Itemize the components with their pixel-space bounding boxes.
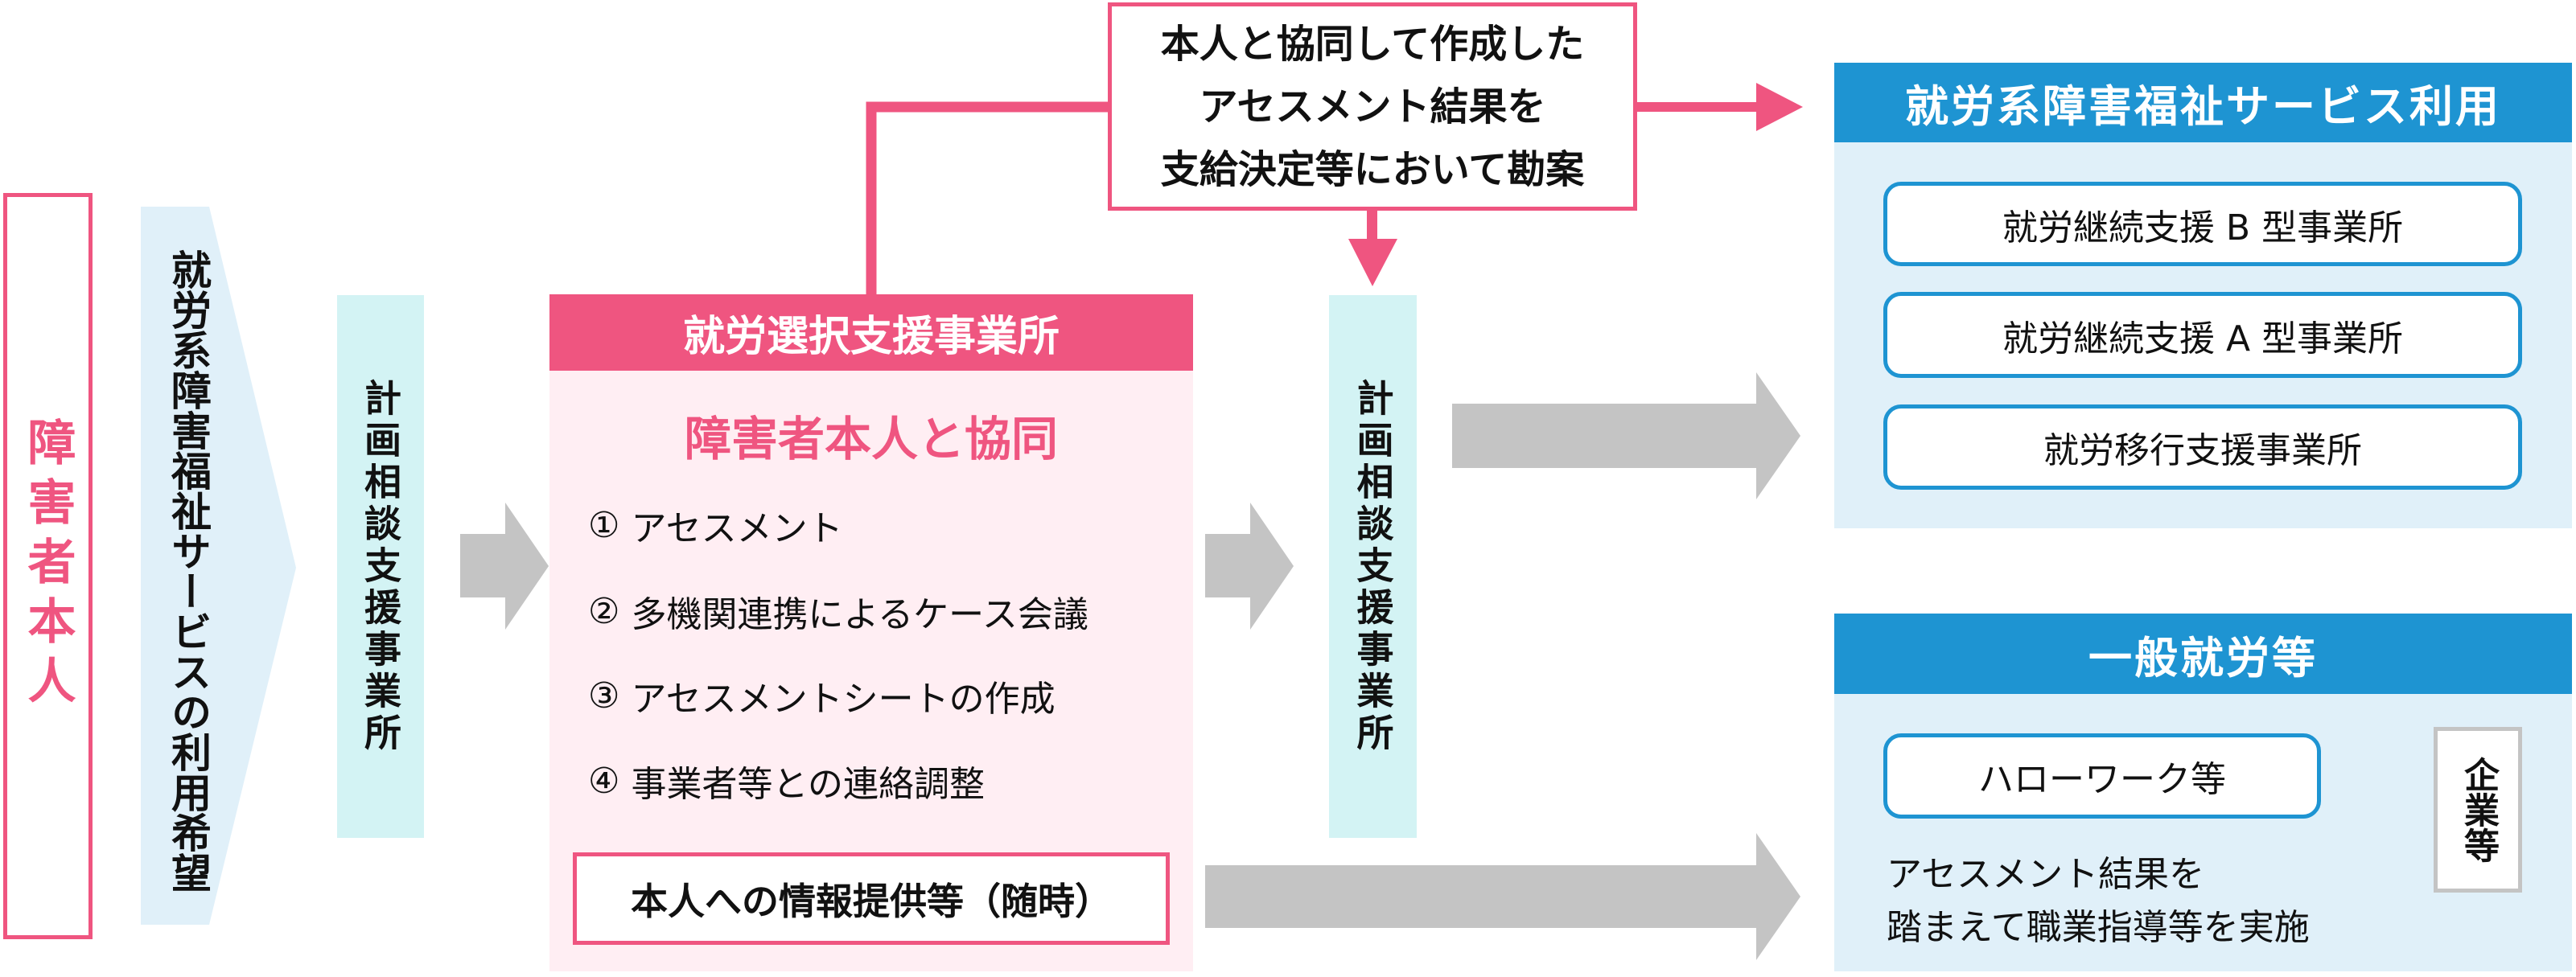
service-item-type-a: 就労継続支援 A 型事業所	[1883, 292, 2522, 378]
general-note: アセスメント結果を 踏まえて職業指導等を実施	[1887, 848, 2369, 954]
gray-right-arrow-icon	[1205, 503, 1294, 630]
consideration-line: 支給決定等において勘案	[1160, 146, 1585, 192]
wish-label: 就労系障害福祉サービスの利用希望	[153, 233, 217, 909]
gray-right-arrow-icon	[460, 503, 549, 630]
wish-text: 就労系障害福祉サービスの利用希望	[165, 249, 212, 893]
step-number: ②	[588, 590, 620, 632]
consideration-line: アセスメント結果を	[1199, 84, 1546, 129]
step-item: ③ アセスメントシートの作成	[588, 667, 1183, 724]
pink-arrow-shaft	[1637, 102, 1758, 112]
selection-office-title: 就労選択支援事業所	[549, 294, 1193, 371]
step-number: ③	[588, 675, 620, 716]
general-note-line: アセスメント結果を	[1887, 854, 2205, 895]
step-text: 多機関連携によるケース会議	[631, 594, 1088, 635]
employment-selection-office: 就労選択支援事業所 障害者本人と協同 ① アセスメント ② 多機関連携によるケー…	[549, 294, 1193, 971]
hello-work-box: ハローワーク等	[1883, 733, 2321, 819]
wish-chevron-shape	[141, 207, 296, 925]
info-provision-label: 本人への情報提供等（随時）	[631, 879, 1112, 923]
company-box: 企業等	[2434, 727, 2522, 893]
pink-right-arrow-icon	[1756, 83, 1803, 131]
pink-down-arrow-icon	[1348, 239, 1397, 286]
general-note-line: 踏まえて職業指導等を実施	[1887, 907, 2310, 948]
gray-right-arrow-icon	[1452, 372, 1800, 499]
step-item: ① アセスメント	[588, 497, 1183, 553]
pink-connector-line	[866, 101, 1108, 294]
step-text: 事業者等との連絡調整	[631, 764, 986, 805]
plan-consultation-office-1: 計画相談支援事業所	[337, 295, 424, 838]
step-number: ④	[588, 760, 620, 802]
pink-arrow-shaft	[1367, 211, 1377, 240]
gray-right-arrow-icon	[1205, 833, 1800, 960]
company-label: 企業等	[2458, 757, 2499, 863]
info-provision-box: 本人への情報提供等（随時）	[573, 852, 1170, 945]
general-panel-title: 一般就労等	[1834, 614, 2572, 694]
selection-office-subtitle: 障害者本人と協同	[684, 412, 1058, 466]
consideration-line: 本人と協同して作成した	[1160, 21, 1585, 67]
service-item-transition: 就労移行支援事業所	[1883, 404, 2522, 490]
person-label: 障害者本人	[19, 417, 76, 715]
step-text: アセスメント	[631, 508, 843, 549]
consideration-box: 本人と協同して作成した アセスメント結果を 支給決定等において勘案	[1108, 2, 1637, 211]
plan-consultation-office-2: 計画相談支援事業所	[1329, 295, 1417, 838]
step-item: ② 多機関連携によるケース会議	[588, 583, 1183, 639]
plan-office-label: 計画相談支援事業所	[359, 378, 402, 755]
service-item-type-b: 就労継続支援 B 型事業所	[1883, 182, 2522, 266]
person-box: 障害者本人	[3, 193, 93, 939]
welfare-service-panel: 就労系障害福祉サービス利用 就労継続支援 B 型事業所 就労継続支援 A 型事業…	[1834, 63, 2572, 528]
step-text: アセスメントシートの作成	[631, 679, 1056, 720]
general-employment-panel: 一般就労等 ハローワーク等 アセスメント結果を 踏まえて職業指導等を実施 企業等	[1834, 614, 2572, 971]
plan-office-label: 計画相談支援事業所	[1351, 378, 1395, 755]
welfare-panel-title: 就労系障害福祉サービス利用	[1834, 63, 2572, 142]
step-item: ④ 事業者等との連絡調整	[588, 753, 1183, 809]
step-number: ①	[588, 504, 620, 546]
